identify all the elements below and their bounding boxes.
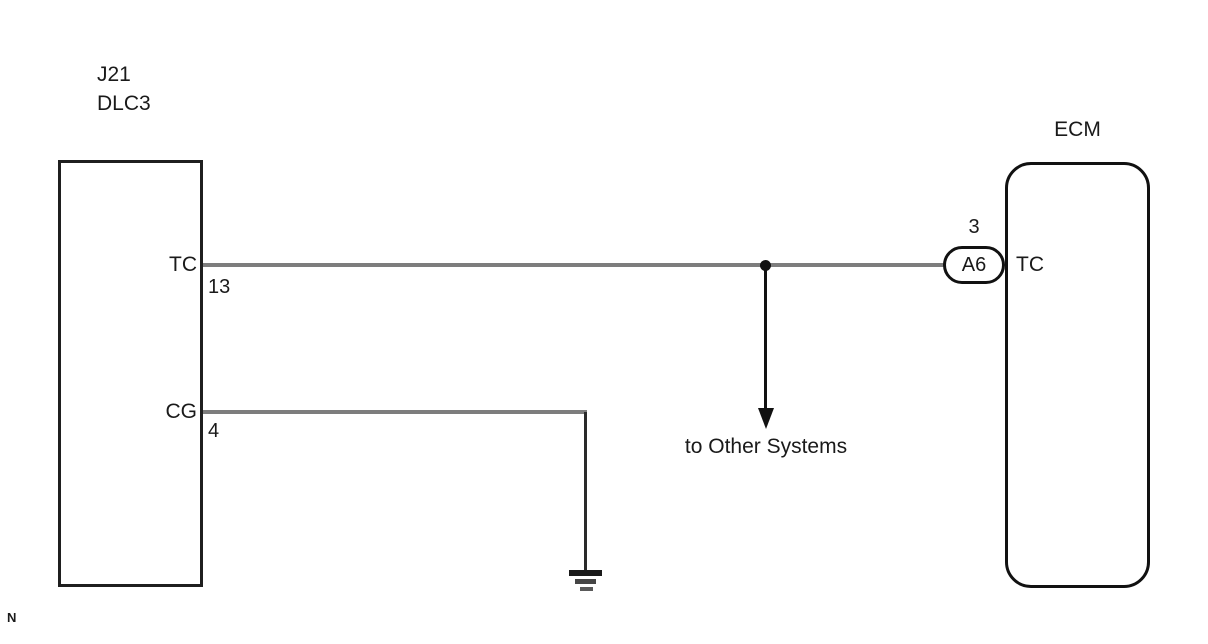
cg-wire-drop	[584, 412, 587, 572]
ecm-pin-tc-label: TC	[1016, 253, 1044, 276]
dlc3-pin-cg-label: CG	[165, 400, 198, 423]
dlc3-connector-box	[58, 160, 203, 587]
ecm-title: ECM	[1054, 118, 1101, 141]
dlc3-pin-tc-number: 13	[208, 276, 231, 298]
branch-wire	[764, 267, 767, 409]
tc-wire	[203, 263, 945, 267]
branch-destination-label: to Other Systems	[684, 435, 848, 458]
left-connector-ref: J21	[97, 63, 131, 86]
left-connector-name: DLC3	[97, 92, 151, 115]
ecm-connector-terminal-label: A6	[961, 253, 987, 276]
dlc3-pin-cg-number: 4	[208, 420, 220, 442]
dlc3-pin-tc-label: TC	[169, 253, 197, 276]
ecm-terminal-number: 3	[968, 216, 980, 238]
ecm-box	[1005, 162, 1150, 588]
junction-dot	[760, 260, 771, 271]
cg-wire	[203, 410, 587, 414]
ecm-connector-terminal: A6	[943, 246, 1005, 284]
page-marker: N	[7, 610, 17, 625]
arrow-down-icon	[758, 408, 774, 429]
